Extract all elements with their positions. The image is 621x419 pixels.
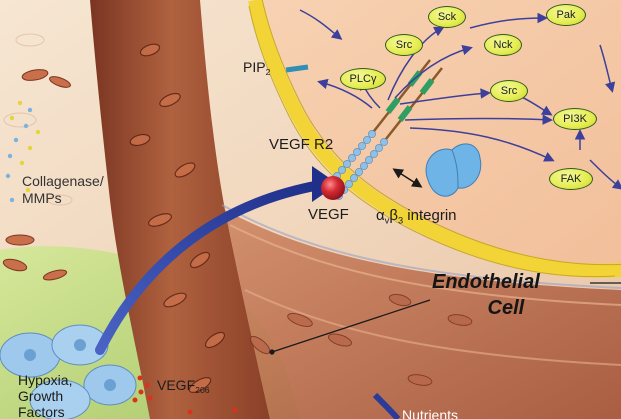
integrin-text: integrin [403, 207, 456, 224]
hypoxia-line2: Growth [18, 388, 72, 404]
vegf-ligand [321, 176, 345, 200]
endothelial-line2: Cell [432, 298, 540, 318]
collagenase-line2: MMPs [22, 191, 104, 205]
hypoxia-label: Hypoxia, Growth Factors [18, 372, 72, 419]
collagenase-label: Collagenase/ MMPs [22, 174, 104, 205]
vegf206-label: VEGF206 [157, 378, 210, 392]
pip2-label-main: PIP [243, 59, 266, 75]
node-src-top: Src [385, 34, 423, 56]
node-fak: FAK [549, 168, 593, 190]
node-src-mid: Src [490, 80, 528, 102]
integrin-beta: β [389, 207, 398, 224]
collagenase-line1: Collagenase/ [22, 174, 104, 188]
node-plc-gamma: PLCγ [340, 68, 386, 90]
endothelial-line1: Endothelial [432, 272, 540, 292]
endothelial-cell-label: Endothelial Cell [432, 272, 540, 318]
node-pak: Pak [546, 4, 586, 26]
pip2-label: PIP2 [243, 60, 270, 74]
integrin-label: αvβ3 integrin [376, 208, 457, 223]
vegf-label: VEGF [308, 207, 349, 222]
vegf-r2-label: VEGF R2 [269, 137, 333, 152]
nutrients-label: Nutrients [402, 408, 458, 419]
pip2-label-sub: 2 [266, 67, 271, 77]
vegf206-main: VEGF [157, 377, 195, 393]
integrin-alpha: α [376, 207, 385, 224]
node-nck: Nck [484, 34, 522, 56]
node-pi3k: PI3K [553, 108, 597, 130]
vegf206-sub: 206 [195, 385, 209, 395]
hypoxia-line3: Factors [18, 404, 72, 419]
node-sck: Sck [428, 6, 466, 28]
hypoxia-line1: Hypoxia, [18, 372, 72, 388]
